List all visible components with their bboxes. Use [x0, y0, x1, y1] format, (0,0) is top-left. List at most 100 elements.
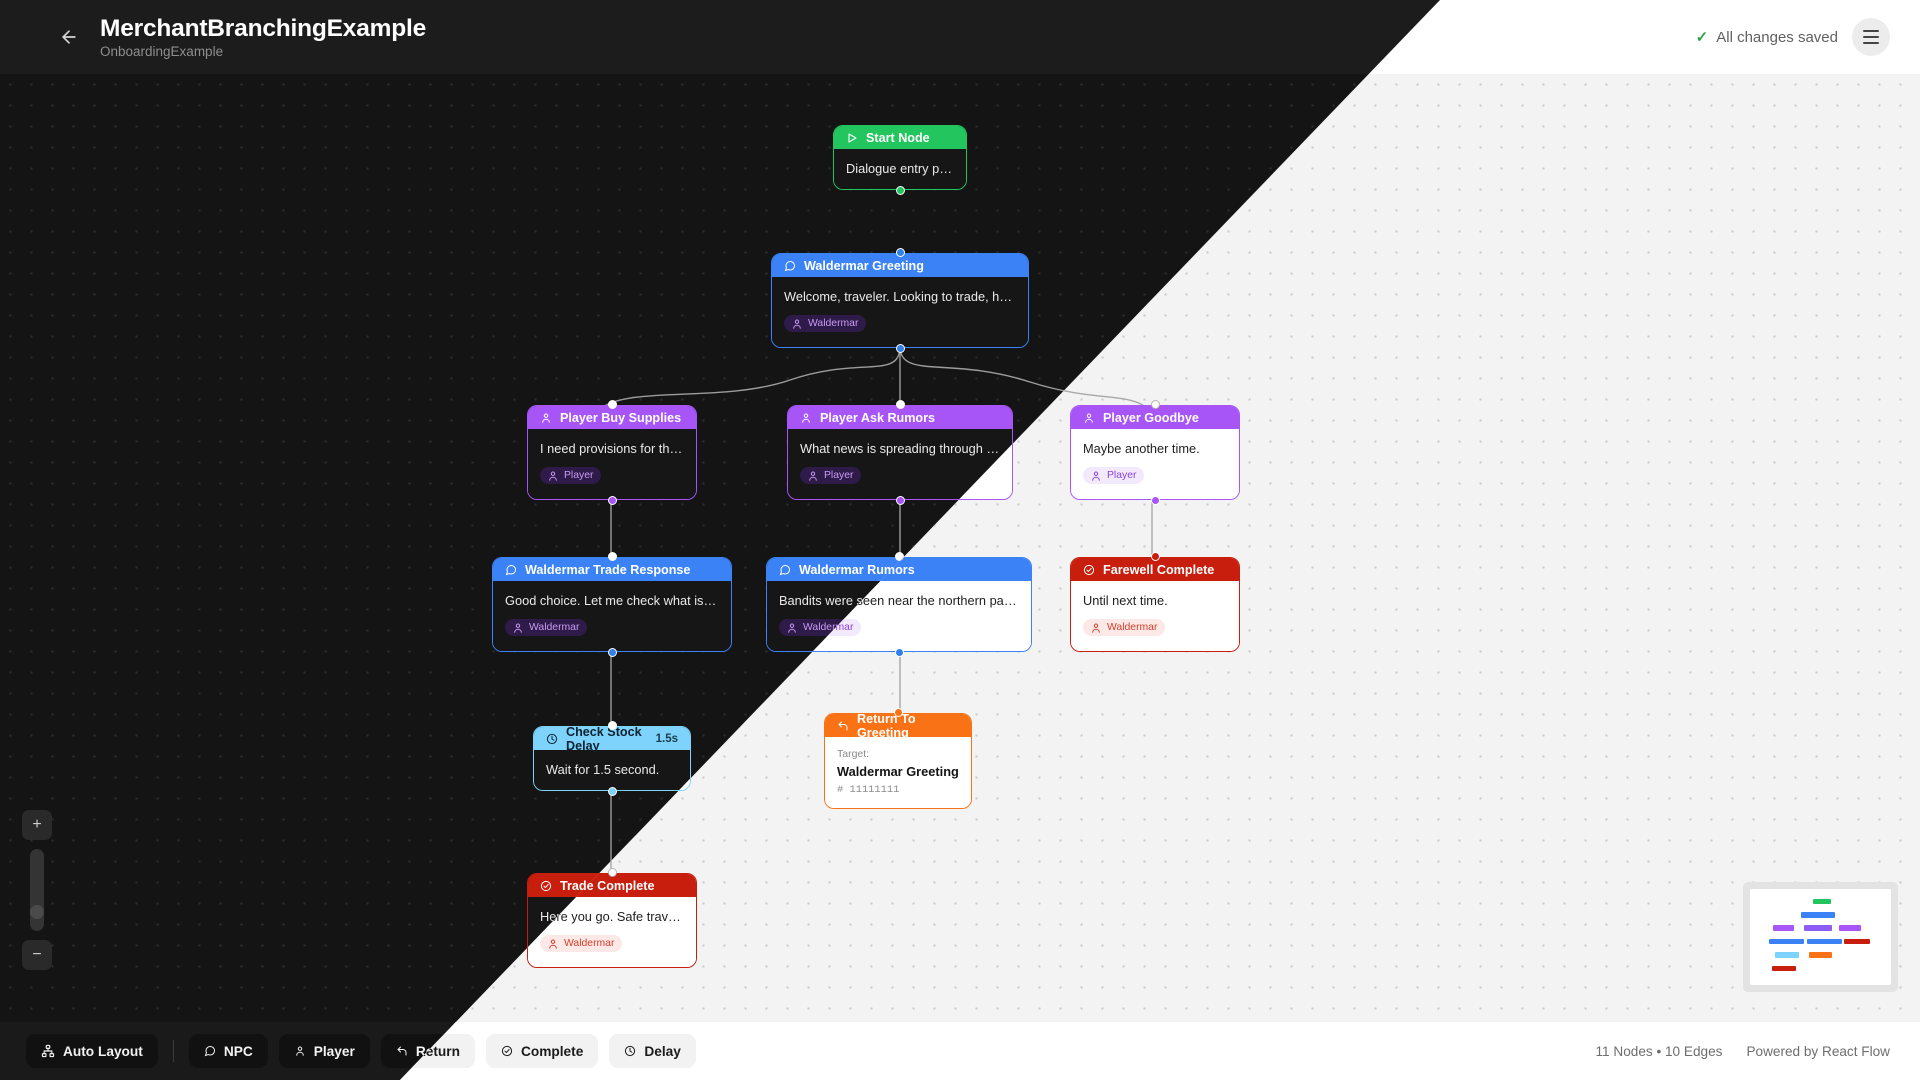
speaker-name: Waldermar	[803, 622, 854, 634]
handle-source[interactable]	[607, 495, 617, 505]
minimap-node	[1771, 965, 1796, 972]
node-body: Wait for 1.5 second.	[534, 750, 690, 791]
node-header: Start Node	[834, 126, 966, 149]
speaker-badge: Player	[800, 467, 862, 485]
zoom-slider[interactable]	[30, 849, 44, 931]
handle-target[interactable]	[607, 721, 617, 730]
header-actions: ✓ All changes saved	[1696, 18, 1890, 56]
person-icon	[1083, 412, 1095, 424]
target-label: Target:	[837, 748, 870, 760]
person-icon	[791, 318, 803, 330]
zoom-in-button[interactable]: +	[22, 810, 52, 840]
handle-target[interactable]	[894, 552, 904, 561]
node-text: Wait for 1.5 second.	[546, 762, 660, 777]
speaker-badge: Waldermar	[505, 619, 588, 637]
node-header: Player Ask Rumors	[788, 406, 1012, 429]
minimap-node	[1769, 938, 1805, 945]
person-icon	[547, 470, 559, 482]
speech-bubble-icon	[505, 564, 517, 576]
node-title: Waldermar Rumors	[799, 562, 915, 577]
handle-target[interactable]	[895, 400, 905, 409]
handle-target[interactable]	[1150, 400, 1160, 409]
zoom-slider-handle[interactable]	[30, 905, 44, 919]
node-title: Waldermar Trade Response	[525, 562, 691, 577]
node-text: Until next time.	[1083, 593, 1168, 608]
handle-target[interactable]	[895, 248, 905, 257]
handle-source[interactable]	[895, 495, 905, 505]
toolbar-button-npc[interactable]: NPC	[188, 1034, 268, 1068]
node-text: Welcome, traveler. Looking to trade, hea…	[784, 289, 1016, 304]
speaker-badge: Waldermar	[540, 935, 623, 953]
page-subtitle: OnboardingExample	[100, 44, 224, 60]
minimap-canvas[interactable]	[1750, 889, 1891, 985]
node-body: Welcome, traveler. Looking to trade, hea…	[772, 277, 1028, 347]
handle-source[interactable]	[895, 343, 905, 353]
zoom-out-button[interactable]: −	[22, 940, 52, 970]
minimap[interactable]	[1743, 882, 1898, 992]
title-block: MerchantBranchingExample OnboardingExamp…	[100, 15, 426, 59]
speaker-name: Player	[824, 470, 854, 482]
toolbar-button-delay[interactable]: Delay	[609, 1034, 696, 1068]
check-circle-icon	[540, 880, 552, 892]
node-header: Farewell Complete	[1071, 558, 1239, 581]
handle-target[interactable]	[607, 400, 617, 409]
handle-source[interactable]	[607, 787, 617, 797]
speaker-badge: Player	[540, 467, 602, 485]
handle-target[interactable]	[607, 552, 617, 561]
toolbar-button-auto-layout[interactable]: Auto Layout	[26, 1034, 158, 1068]
toolbar-button-label: NPC	[223, 1043, 253, 1059]
minimap-node	[1812, 898, 1832, 905]
handle-target[interactable]	[893, 708, 903, 717]
back-button[interactable]	[52, 20, 86, 54]
toolbar-divider	[172, 1040, 174, 1062]
handle-source[interactable]	[1150, 495, 1160, 505]
status-bar: 11 Nodes • 10 Edges Powered by React Flo…	[1596, 1044, 1891, 1059]
check-circle-icon	[501, 1045, 513, 1057]
toolbar-button-complete[interactable]: Complete	[485, 1034, 599, 1068]
node-body: Maybe another time.Player	[1071, 429, 1239, 499]
hamburger-menu-icon	[1863, 30, 1879, 32]
speaker-name: Waldermar	[1107, 622, 1158, 634]
arrow-left-icon	[62, 30, 76, 44]
node-body: Target:Waldermar Greeting# 11111111	[825, 737, 971, 808]
handle-source[interactable]	[895, 186, 905, 196]
node-title: Player Goodbye	[1103, 410, 1199, 425]
minimap-node	[1800, 912, 1836, 918]
speaker-name: Waldermar	[564, 938, 615, 950]
node-title: Player Ask Rumors	[820, 410, 936, 425]
toolbar-button-player[interactable]: Player	[278, 1034, 370, 1068]
powered-by-label: Powered by React Flow	[1746, 1043, 1890, 1059]
handle-source[interactable]	[894, 647, 904, 657]
speaker-badge: Player	[1083, 467, 1145, 485]
speaker-badge: Waldermar	[1083, 619, 1166, 637]
handle-target[interactable]	[1150, 552, 1160, 561]
person-icon	[547, 938, 559, 950]
hierarchy-icon	[41, 1044, 55, 1058]
hamburger-menu-button[interactable]	[1852, 18, 1890, 56]
handle-target[interactable]	[607, 868, 617, 877]
graph-stats: 11 Nodes • 10 Edges	[1595, 1043, 1723, 1059]
person-icon	[540, 412, 552, 424]
node-duration: 1.5s	[655, 732, 678, 745]
check-icon: ✓	[1695, 29, 1709, 46]
page-title: MerchantBranchingExample	[100, 14, 427, 42]
person-icon	[512, 622, 524, 634]
handle-source[interactable]	[607, 647, 617, 657]
node-header: Return To Greeting	[825, 713, 971, 740]
toolbar-button-label: Player	[313, 1043, 355, 1059]
minimap-node	[1838, 925, 1861, 931]
node-body: Dialogue entry point	[834, 149, 966, 190]
node-title: Return To Greeting	[857, 713, 916, 740]
node-body: Until next time. Waldermar	[1071, 581, 1239, 651]
speech-bubble-icon	[784, 260, 796, 272]
node-header: Player Buy Supplies	[528, 406, 696, 429]
